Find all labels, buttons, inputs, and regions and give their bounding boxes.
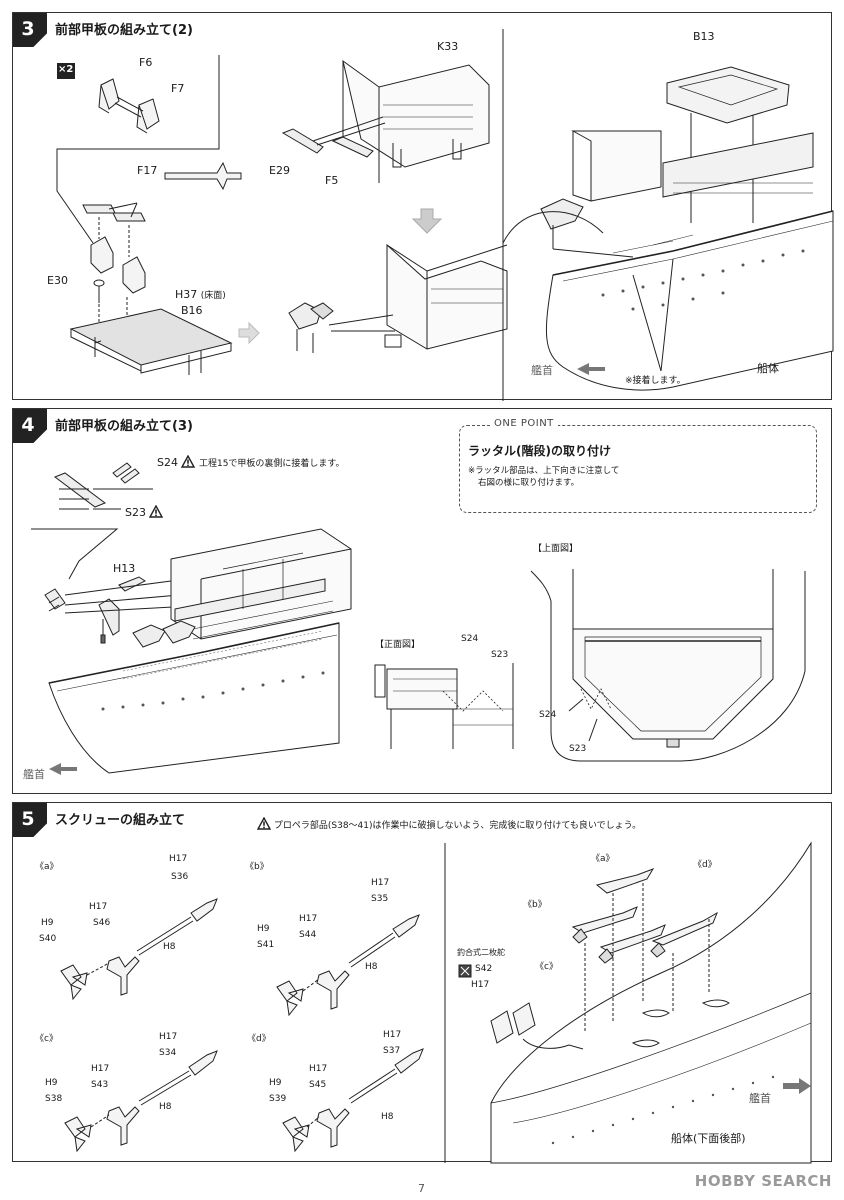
label-e29: E29	[269, 164, 290, 177]
label-f6: F6	[139, 56, 153, 69]
step-5-illustration	[60, 841, 812, 1164]
label-s24-top: S24	[539, 710, 557, 720]
step-number: 3	[13, 13, 47, 47]
label-bracket-d: S45	[309, 1080, 327, 1090]
label-s23-front: S23	[491, 650, 509, 660]
label-h8-a: H8	[163, 942, 176, 952]
screw-assembly-d	[282, 1048, 424, 1153]
label-s24: S24 工程15で甲板の裏側に接着します。	[157, 455, 345, 469]
label-rudder-title: 釣合式二枚舵	[457, 948, 505, 957]
label-bow: 艦首	[749, 1092, 771, 1105]
label-shaft-b: S35	[371, 894, 389, 904]
label-h17-shaft-c: H17	[159, 1032, 178, 1042]
label-h17-shaft-d: H17	[383, 1030, 402, 1040]
label-glue-note: ※接着します。	[625, 376, 686, 386]
label-bracket-c: S43	[91, 1080, 109, 1090]
group-d-tag: 《d》	[247, 1034, 271, 1044]
screw-assembly-b	[276, 914, 420, 1017]
label-f5: F5	[325, 174, 339, 187]
watermark: HOBBY SEARCH	[694, 1172, 832, 1190]
label-h8-b: H8	[365, 962, 378, 972]
label-f17: F17	[137, 164, 158, 177]
step-5-panel: 5 スクリューの組み立て プロペラ部品(S38〜41)は作業中に破損しないよう、…	[12, 802, 832, 1164]
label-k33: K33	[437, 40, 459, 53]
label-h8-d: H8	[381, 1112, 394, 1122]
label-bracket-b: S44	[299, 930, 317, 940]
warning-icon	[149, 505, 164, 518]
label-s24-note: 工程15で甲板の裏側に接着します。	[198, 459, 345, 469]
label-h17-shaft-a: H17	[169, 854, 188, 864]
step-4-panel: 4 前部甲板の組み立て(3)	[12, 408, 832, 794]
label-h9-a: H9	[41, 918, 54, 928]
label-h8-c: H8	[159, 1102, 172, 1112]
label-h17-bracket-c: H17	[91, 1064, 110, 1074]
label-h17-shaft-b: H17	[371, 878, 390, 888]
label-shaft-d: S37	[383, 1046, 401, 1056]
label-multiplier: ×2	[58, 64, 74, 75]
label-h17-rudder: H17	[471, 980, 490, 990]
label-rudder: S42	[475, 964, 493, 974]
label-prop-a: S40	[39, 934, 57, 944]
label-top-view: 【上面図】	[533, 544, 579, 554]
step-title: スクリューの組み立て	[55, 813, 186, 828]
group-c-tag: 《c》	[35, 1034, 58, 1044]
label-e30: E30	[47, 274, 68, 287]
label-prop-d: S39	[269, 1094, 287, 1104]
step-5-warning: プロペラ部品(S38〜41)は作業中に破損しないよう、完成後に取り付けても良いで…	[257, 817, 641, 832]
label-front-view: 【正面図】	[375, 640, 421, 650]
step-4-illustration	[31, 458, 806, 775]
step-3-illustration	[56, 29, 834, 401]
screw-assembly-c	[64, 1050, 218, 1153]
label-h37-note: (床面)	[200, 291, 226, 301]
label-prop-b: S41	[257, 940, 275, 950]
assembly-tag-c: 《c》	[535, 962, 558, 972]
warning-icon	[257, 817, 271, 830]
page-number: 7	[418, 1182, 425, 1195]
label-s24-front: S24	[461, 634, 479, 644]
warning-icon	[181, 455, 196, 468]
label-h17-bracket-b: H17	[299, 914, 318, 924]
step-title: 前部甲板の組み立て(3)	[55, 419, 193, 434]
step-title: 前部甲板の組み立て(2)	[55, 23, 193, 38]
label-bow: 艦首	[531, 364, 553, 377]
label-shaft-c: S34	[159, 1048, 177, 1058]
label-hull: 船体	[757, 362, 779, 375]
label-s23-top: S23	[569, 744, 587, 754]
label-prop-c: S38	[45, 1094, 63, 1104]
one-point-box: ONE POINT ラッタル(階段)の取り付け ※ラッタル部品は、上下向きに注意…	[459, 418, 817, 513]
label-bow: 艦首	[23, 768, 45, 781]
assembly-tag-a: 《a》	[591, 854, 615, 864]
label-h17-bracket-a: H17	[89, 902, 108, 912]
label-h13: H13	[113, 562, 136, 575]
screw-assembly-a	[60, 898, 218, 1001]
assembly-tag-d: 《d》	[693, 860, 717, 870]
label-s23: S23	[125, 505, 164, 519]
label-shaft-a: S36	[171, 872, 189, 882]
label-f7: F7	[171, 82, 185, 95]
label-b16: B16	[181, 304, 203, 317]
label-h37: H37 (床面)	[175, 288, 226, 301]
one-point-note: ※ラッタル部品は、上下向きに注意して 右図の様に取り付けます。	[468, 466, 620, 488]
group-b-tag: 《b》	[245, 862, 269, 872]
label-h9-d: H9	[269, 1078, 282, 1088]
label-hull-lower: 船体(下面後部)	[671, 1132, 746, 1145]
label-h17-bracket-d: H17	[309, 1064, 328, 1074]
one-point-header: ONE POINT	[490, 418, 558, 429]
one-point-title: ラッタル(階段)の取り付け	[468, 444, 611, 458]
label-b13: B13	[693, 30, 715, 43]
label-h9-b: H9	[257, 924, 270, 934]
label-bracket-a: S46	[93, 918, 111, 928]
assembly-tag-b: 《b》	[523, 900, 547, 910]
group-a-tag: 《a》	[35, 862, 59, 872]
label-h9-c: H9	[45, 1078, 58, 1088]
step-3-panel: 3 前部甲板の組み立て(2)	[12, 12, 834, 401]
